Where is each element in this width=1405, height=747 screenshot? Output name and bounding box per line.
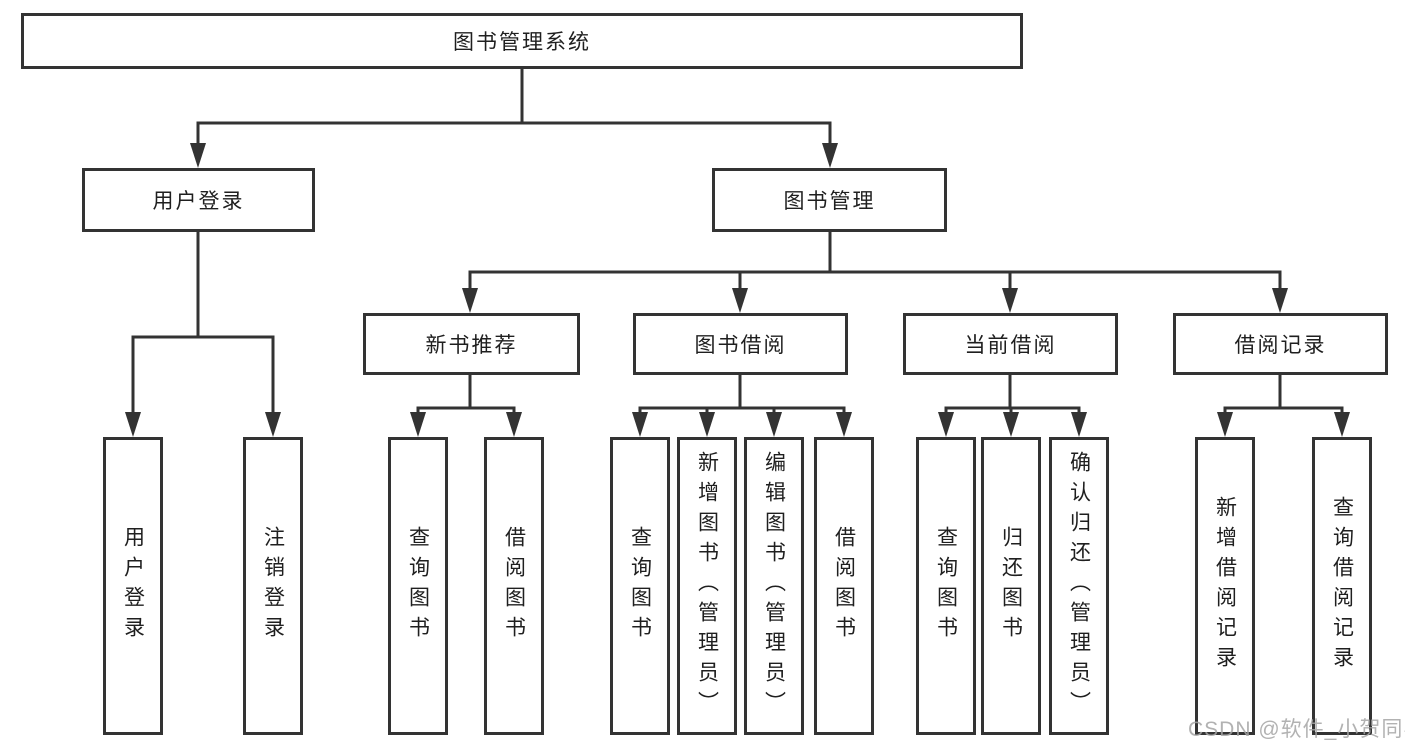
node-leaf-borrow-books: 借阅图书 [814,437,874,735]
node-label: 借阅记录 [1234,334,1327,357]
node-label: 图书管理 [783,190,876,213]
node-label: 编辑图书（管理员） [762,451,786,721]
node-leaf-edit-books-admin: 编辑图书（管理员） [744,437,804,735]
node-leaf-query-books-borrowing: 查询图书 [610,437,670,735]
node-label: 借阅图书 [832,526,856,646]
node-leaf-confirm-return-admin: 确认归还（管理员） [1049,437,1109,735]
node-label: 用户登录 [121,526,145,646]
node-leaf-query-borrow-record: 查询借阅记录 [1312,437,1372,735]
node-library-management-system: 图书管理系统 [21,13,1023,69]
node-label: 注销登录 [261,526,285,646]
node-label: 图书管理系统 [453,31,591,54]
node-leaf-borrow-books-recommend: 借阅图书 [484,437,544,735]
node-leaf-return-books: 归还图书 [981,437,1041,735]
watermark: CSDN @软件_小贺同学 [1188,718,1405,741]
node-label: 新书推荐 [425,334,518,357]
node-leaf-query-books-recommend: 查询图书 [388,437,448,735]
node-leaf-query-books-current: 查询图书 [916,437,976,735]
node-leaf-logout: 注销登录 [243,437,303,735]
node-label: 当前借阅 [964,334,1057,357]
node-borrowing-records: 借阅记录 [1173,313,1388,375]
node-label: 查询借阅记录 [1330,496,1354,676]
node-book-borrowing: 图书借阅 [633,313,848,375]
node-label: 查询图书 [406,526,430,646]
node-current-borrowing: 当前借阅 [903,313,1118,375]
node-label: 用户登录 [152,190,245,213]
node-label: 新增图书（管理员） [695,451,719,721]
node-user-login: 用户登录 [82,168,315,232]
arrowheads [125,143,1350,437]
node-label: 确认归还（管理员） [1067,451,1091,721]
node-label: 查询图书 [934,526,958,646]
node-label: 图书借阅 [694,334,787,357]
node-leaf-add-borrow-record: 新增借阅记录 [1195,437,1255,735]
node-book-management: 图书管理 [712,168,947,232]
node-label: 归还图书 [999,526,1023,646]
node-label: 新增借阅记录 [1213,496,1237,676]
node-label: 查询图书 [628,526,652,646]
node-leaf-user-login: 用户登录 [103,437,163,735]
node-new-book-recommendation: 新书推荐 [363,313,580,375]
node-label: 借阅图书 [502,526,526,646]
node-leaf-add-books-admin: 新增图书（管理员） [677,437,737,735]
